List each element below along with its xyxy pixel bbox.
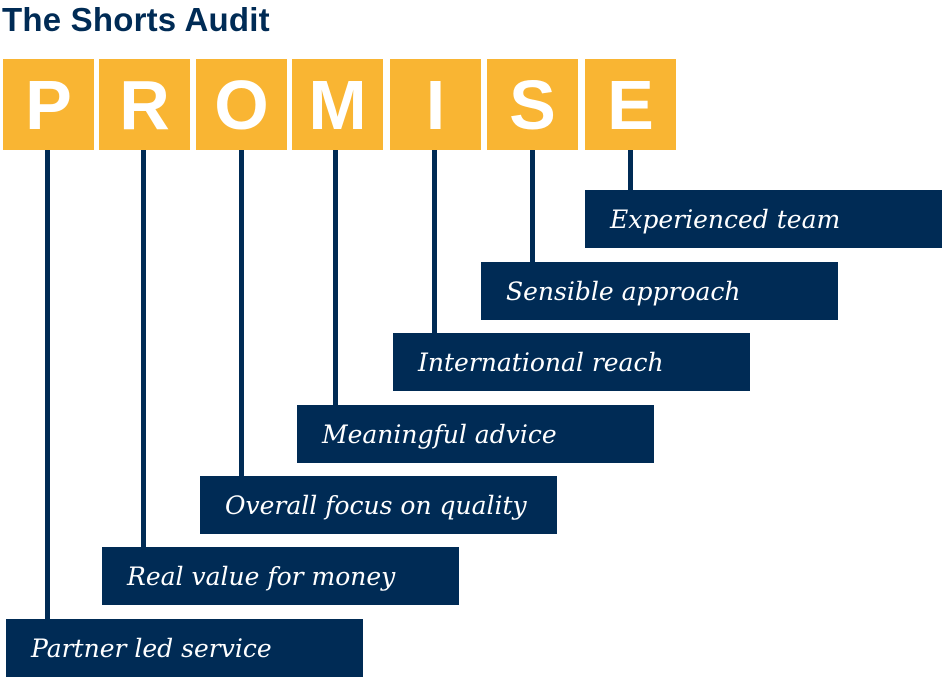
label-international-reach: International reach: [393, 333, 750, 391]
connector-line-i: [432, 150, 437, 334]
label-experienced-team: Experienced team: [585, 190, 942, 248]
connector-line-e: [628, 150, 633, 191]
label-sensible-approach: Sensible approach: [481, 262, 838, 320]
connector-line-p: [45, 150, 50, 620]
label-overall-focus: Overall focus on quality: [200, 476, 557, 534]
letter-e: E: [585, 59, 676, 150]
label-partner-led-service: Partner led service: [6, 619, 363, 677]
label-meaningful-advice: Meaningful advice: [297, 405, 654, 463]
letter-o: O: [196, 59, 287, 150]
connector-line-m: [333, 150, 338, 406]
letter-p: P: [3, 59, 94, 150]
letter-i: I: [390, 59, 481, 150]
letter-s: S: [487, 59, 578, 150]
letter-r: R: [99, 59, 190, 150]
page-title: The Shorts Audit: [2, 1, 270, 38]
letter-m: M: [292, 59, 383, 150]
connector-line-o: [239, 150, 244, 477]
label-real-value: Real value for money: [102, 547, 459, 605]
connector-line-r: [141, 150, 146, 548]
connector-line-s: [530, 150, 535, 263]
